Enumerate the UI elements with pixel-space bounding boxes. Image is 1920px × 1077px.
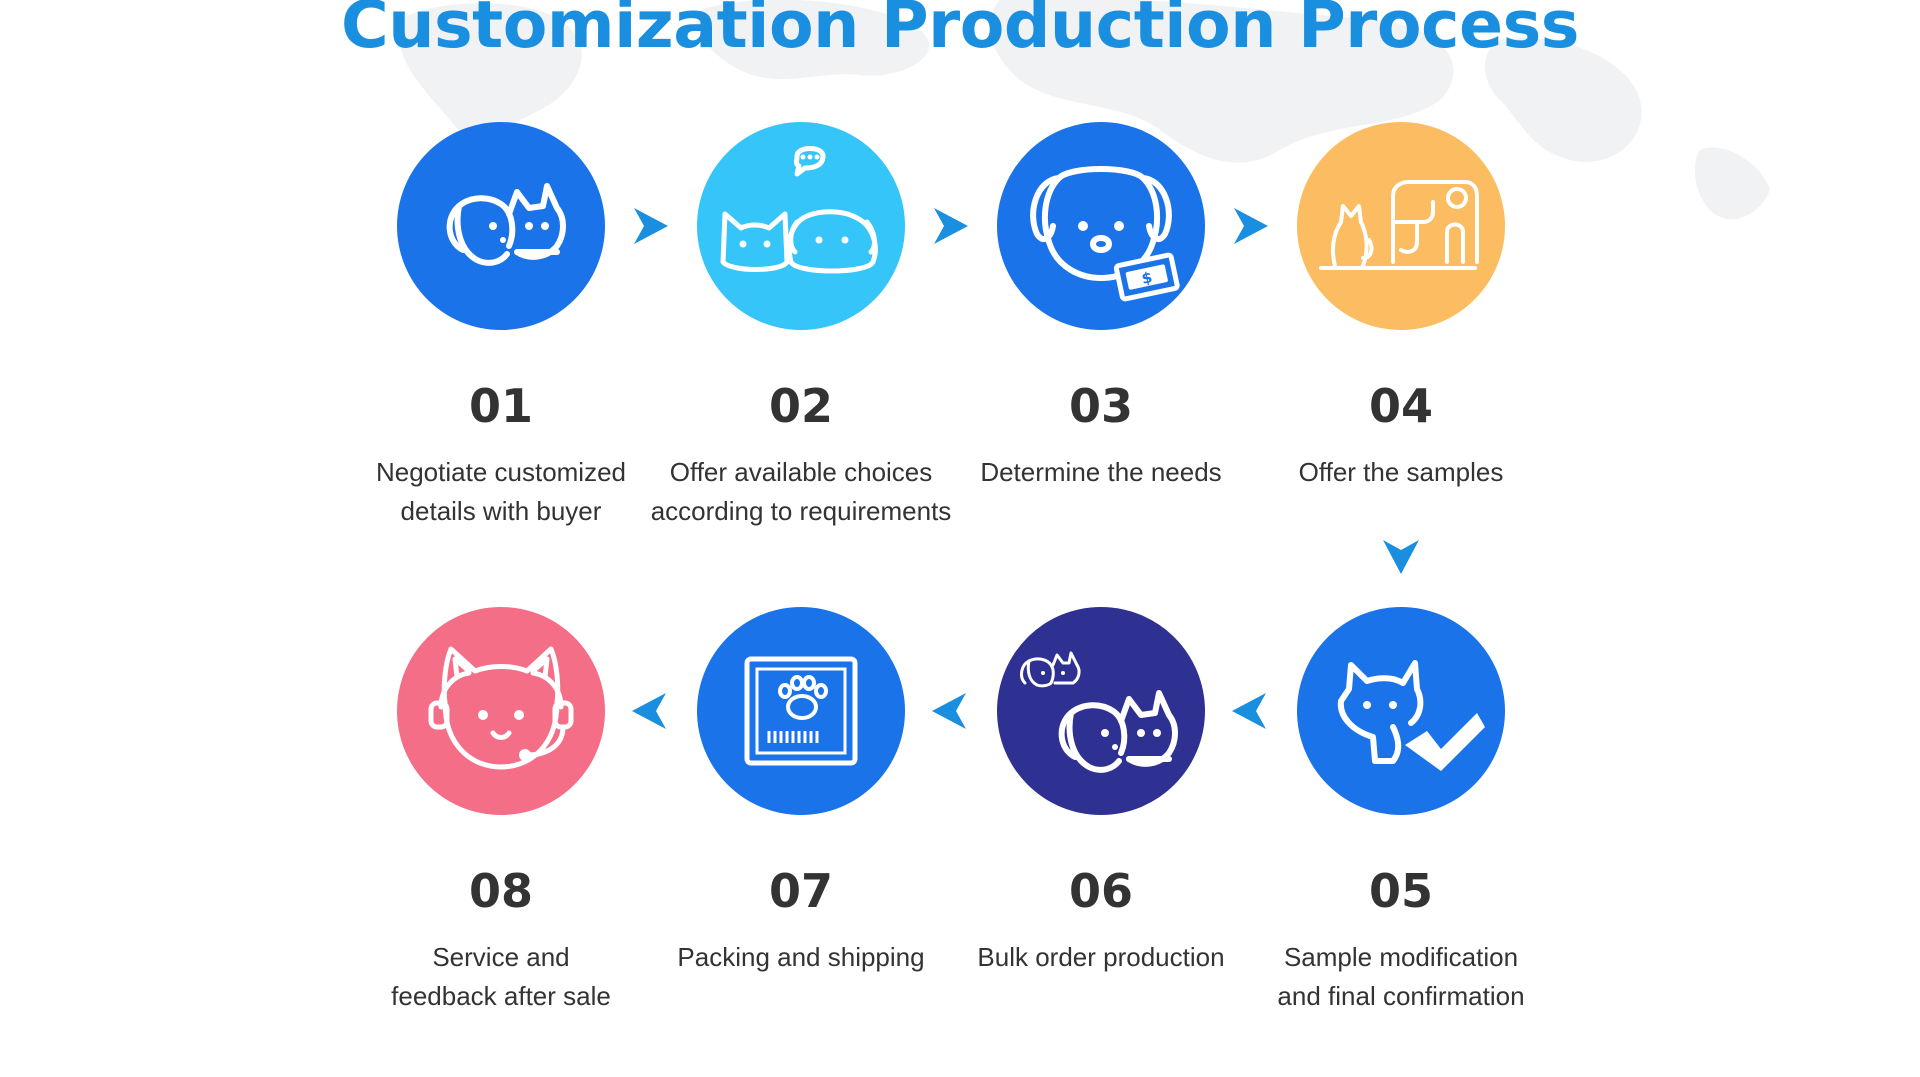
step-circle: [397, 122, 605, 330]
cat-headset-icon: [428, 646, 574, 770]
dog-with-money-icon: $: [1030, 166, 1180, 302]
step-number: 07: [768, 864, 833, 918]
page-title: Customization Production Process: [341, 0, 1579, 63]
step-description: Service and feedback after sale: [391, 942, 611, 1011]
chevron-left-icon: [1230, 691, 1270, 731]
dog-and-cat-icon: [446, 183, 566, 266]
paw-package-icon: [744, 656, 858, 766]
chevron-left-icon: [630, 691, 670, 731]
chevron-right-icon: [1230, 206, 1270, 246]
multiple-pets-icon: [1020, 651, 1178, 773]
step-circle: [697, 607, 905, 815]
step-description: Offer available choices according to req…: [650, 457, 952, 526]
step-number: 05: [1368, 864, 1433, 918]
cat-and-dog-chat-icon: [720, 146, 878, 274]
step-circle: [397, 607, 605, 815]
step-description: Sample modification and final confirmati…: [1277, 942, 1525, 1011]
step-description: Offer the samples: [1298, 457, 1504, 487]
step-number: 01: [468, 379, 533, 433]
step-description: Bulk order production: [977, 942, 1225, 972]
step-circle: $: [997, 122, 1205, 330]
step-number: 03: [1068, 379, 1133, 433]
chevron-right-icon: [630, 206, 670, 246]
step-number: 06: [1068, 864, 1133, 918]
step-number: 04: [1368, 379, 1433, 433]
step-description: Negotiate customized details with buyer: [375, 457, 627, 526]
step-circle: [1297, 607, 1505, 815]
step-circle: [697, 122, 905, 330]
chevron-right-icon: [930, 206, 970, 246]
chevron-left-icon: [930, 691, 970, 731]
step-circle: [1297, 122, 1505, 330]
step-description: Determine the needs: [980, 457, 1222, 487]
step-circle: [997, 607, 1205, 815]
svg-text:$: $: [1140, 268, 1154, 288]
chevron-down-icon: [1381, 536, 1421, 576]
step-number: 08: [468, 864, 533, 918]
cat-and-sewing-machine-icon: [1319, 180, 1479, 270]
step-number: 02: [768, 379, 833, 433]
cat-check-icon: [1337, 660, 1485, 771]
step-description: Packing and shipping: [677, 942, 925, 972]
